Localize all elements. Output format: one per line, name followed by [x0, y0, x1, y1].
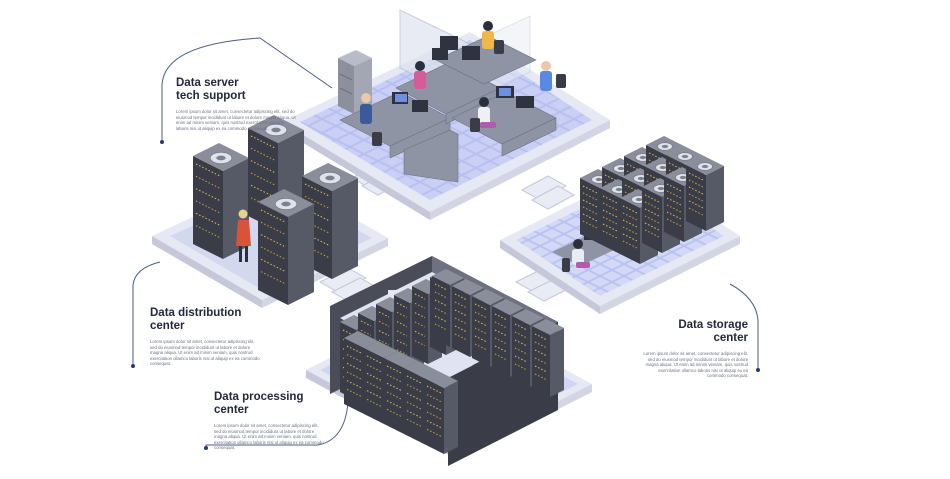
- label-distribution: Data distribution center Lorem ipsum dol…: [150, 307, 260, 367]
- processing-rack-back: [512, 316, 530, 387]
- distribution-rack: [258, 202, 288, 305]
- label-tech-support-body: Lorem ipsum dolor sit amet, consectetur …: [176, 109, 296, 131]
- office-chairs: [372, 40, 566, 146]
- label-tech-support-title: Data server tech support: [176, 77, 246, 102]
- label-distribution-title: Data distribution center: [150, 307, 242, 332]
- label-processing-title: Data processing center: [214, 391, 304, 416]
- leader-lines: [132, 37, 759, 448]
- distribution-rack: [193, 156, 223, 259]
- server-racks: [193, 115, 724, 454]
- label-tech-support: Data server tech support Lorem ipsum dol…: [176, 77, 296, 131]
- processing-rack-back: [472, 296, 490, 367]
- leader-line-storage: [729, 283, 759, 370]
- processing-rack-back: [452, 286, 470, 357]
- leader-line-distribution: [132, 261, 161, 366]
- office-desks: [339, 35, 557, 183]
- tech-support-platform: [282, 9, 610, 220]
- label-distribution-body: Lorem ipsum dolor sit amet, consectetur …: [150, 339, 260, 367]
- processing-rack-back: [432, 276, 450, 347]
- processing-rack-left: [412, 286, 428, 364]
- office-workers: [360, 21, 552, 128]
- leader-dots: [131, 140, 760, 450]
- processing-rack-back: [492, 306, 510, 377]
- label-storage-title: Data storage center: [678, 319, 748, 344]
- monitors: [392, 36, 534, 112]
- leader-line-tech-support: [161, 37, 333, 142]
- processing-rack-back: [532, 326, 550, 397]
- label-processing-body: Lorem ipsum dolor sit amet, consectetur …: [214, 423, 324, 451]
- leader-line-processing: [205, 401, 349, 448]
- label-storage-body: Lorem ipsum dolor sit amet, consectetur …: [643, 351, 748, 379]
- label-storage: Data storage center Lorem ipsum dolor si…: [642, 319, 748, 379]
- label-processing: Data processing center Lorem ipsum dolor…: [214, 391, 324, 451]
- technician: [238, 209, 248, 219]
